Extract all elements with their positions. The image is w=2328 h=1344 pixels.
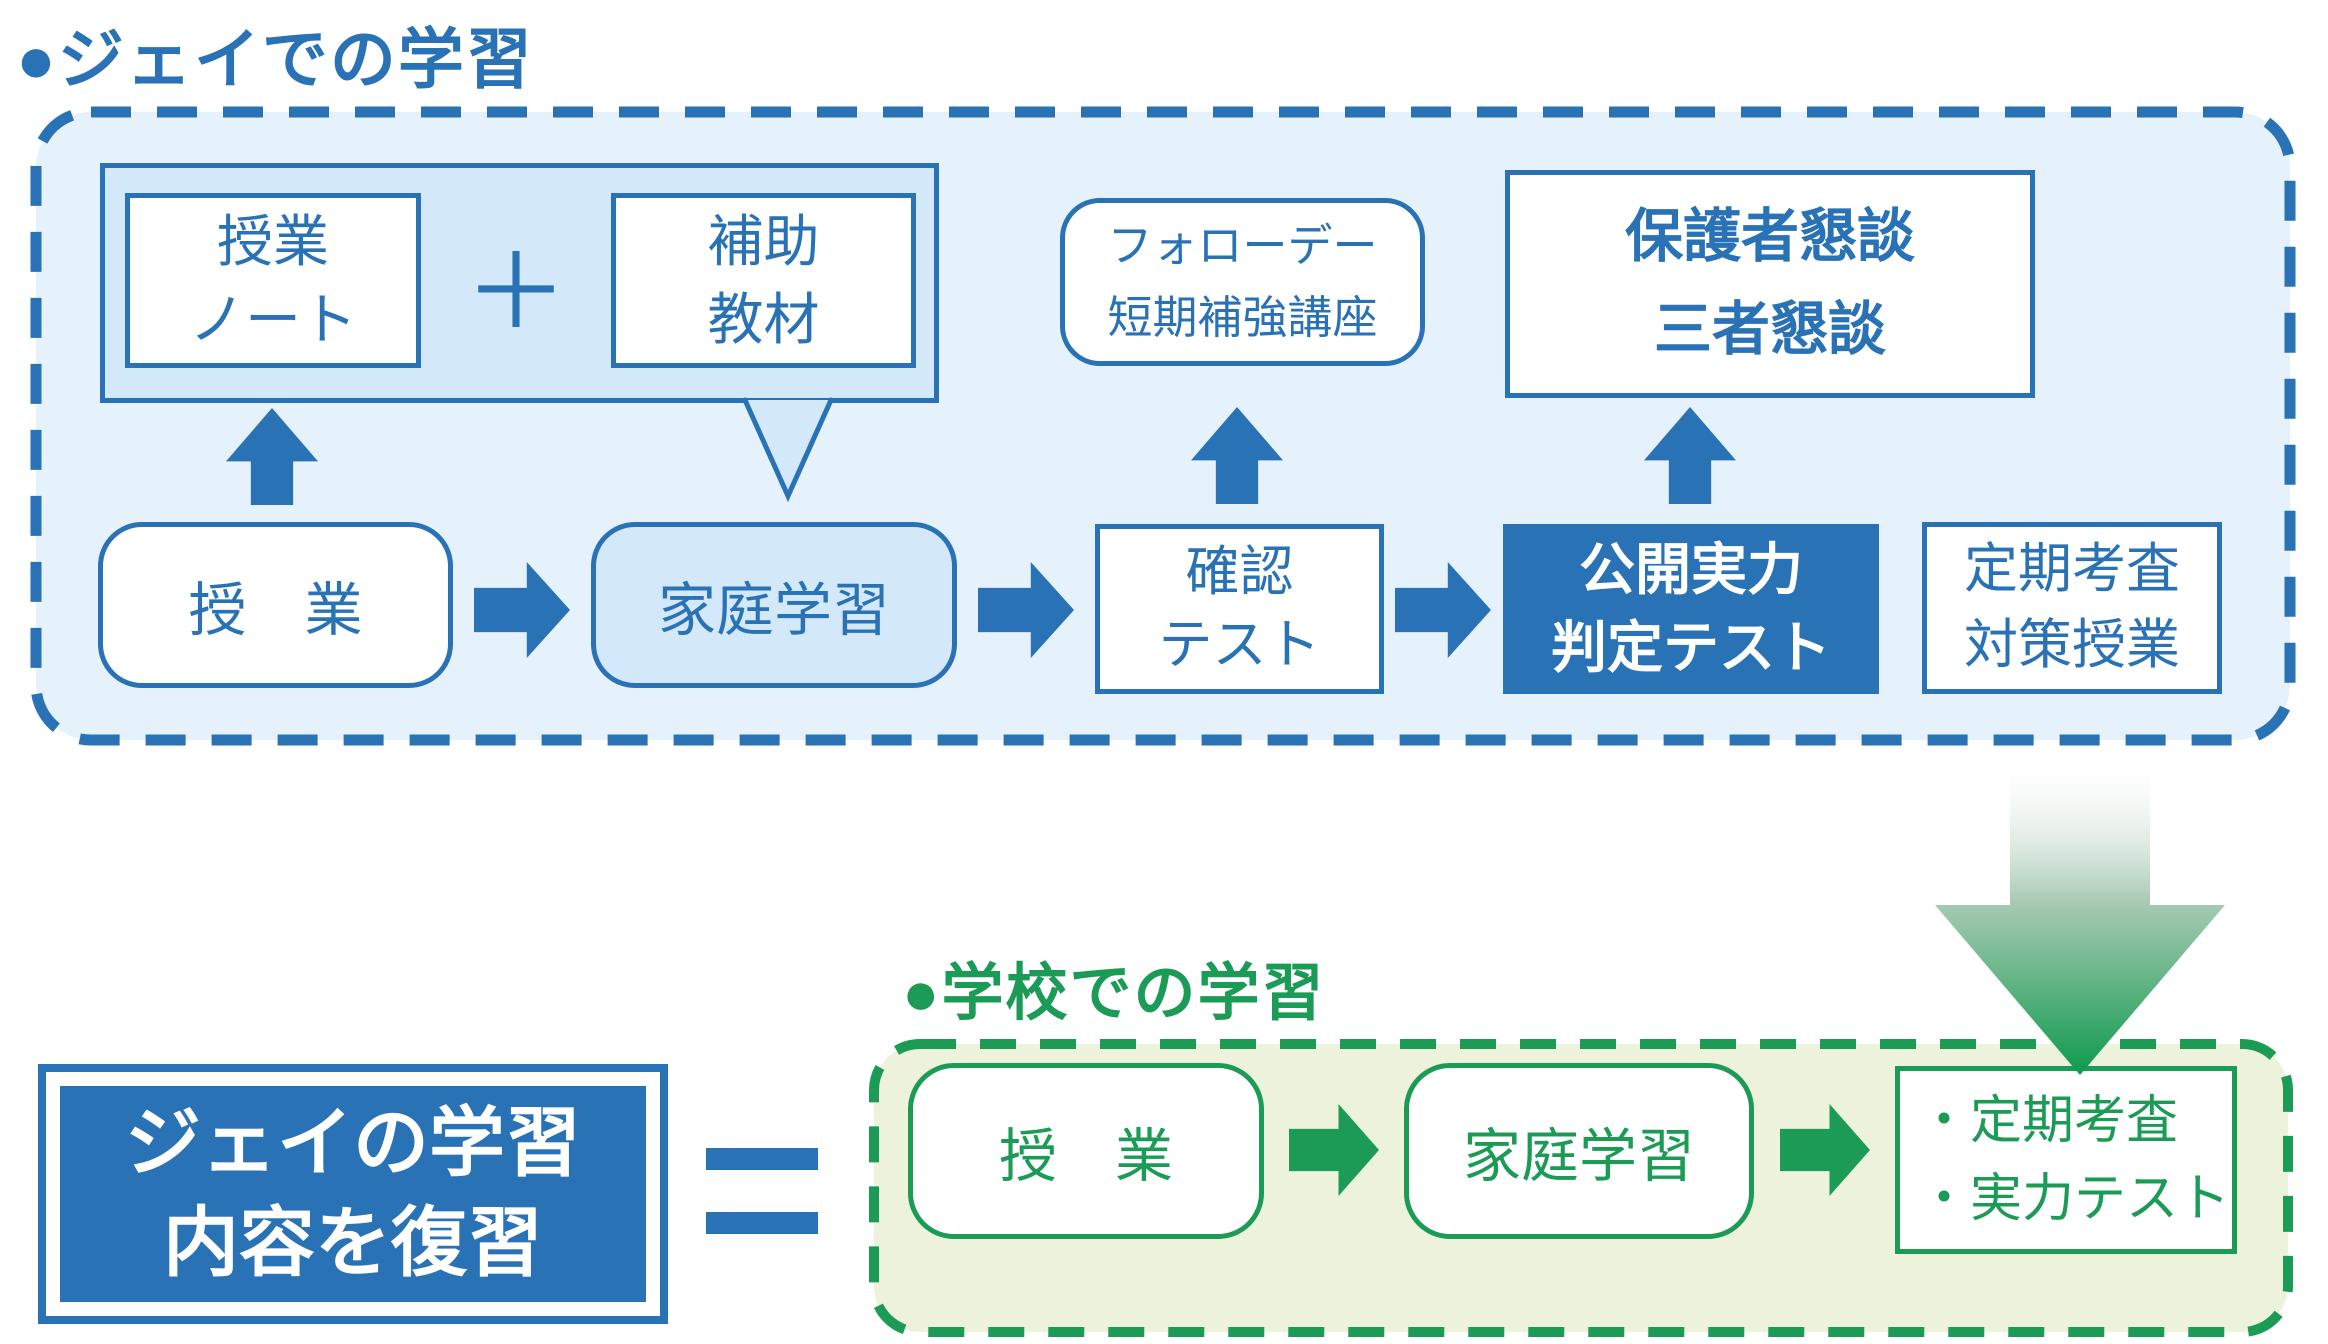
review-box-inner: ジェイの学習 内容を復習: [60, 1086, 646, 1302]
plus-sign: ＋: [464, 234, 569, 351]
supplement-box: 補助 教材: [611, 193, 916, 368]
supplement-line2: 教材: [707, 287, 820, 351]
school-flow-arrow-2: [1780, 1104, 1870, 1196]
public-test-line1: 公開実力: [1579, 537, 1803, 601]
periodic-line1: 定期考査: [1964, 539, 2180, 600]
flow-arrow-2: [978, 562, 1074, 658]
public-ability-test-box: 公開実力 判定テスト: [1503, 524, 1879, 694]
equals-sign: [706, 1148, 818, 1234]
periodic-line2: 対策授業: [1964, 615, 2180, 675]
periodic-exam-prep-box: 定期考査 対策授業: [1922, 522, 2222, 694]
check-test-line2: テスト: [1158, 615, 1321, 675]
followday-line1: フォローデー: [1107, 220, 1378, 271]
school-class-bubble: 授 業: [908, 1063, 1264, 1239]
school-home-study-bubble: 家庭学習: [1404, 1063, 1754, 1239]
up-arrow-class-to-notes: [226, 408, 318, 505]
check-test-line1: 確認: [1185, 542, 1294, 603]
flow-arrow-1: [474, 562, 570, 658]
flow-arrow-3: [1395, 562, 1491, 658]
parents-line2: 三者懇談: [1653, 297, 1886, 362]
up-arrow-test-to-parents: [1644, 407, 1736, 504]
class-note-line1: 授業: [217, 210, 329, 274]
jay-class-bubble: 授 業: [98, 522, 453, 688]
followday-line2: 短期補強講座: [1107, 292, 1378, 343]
class-note-box: 授業 ノート: [125, 193, 421, 368]
check-test-box: 確認 テスト: [1095, 524, 1384, 694]
school-tests-box: ・定期考査 ・実力テスト: [1895, 1066, 2237, 1254]
class-note-line2: ノート: [189, 287, 357, 351]
supplement-line1: 補助: [707, 210, 820, 274]
review-line2: 内容を復習: [163, 1201, 543, 1286]
equals-bar-bottom: [706, 1212, 818, 1234]
parents-line1: 保護者懇談: [1624, 204, 1915, 270]
review-line1: ジェイの学習: [125, 1100, 581, 1186]
school-tests-line2: ・実力テスト: [1918, 1170, 2231, 1228]
school-flow-arrow-1: [1289, 1104, 1379, 1196]
up-arrow-check-to-followday: [1191, 407, 1283, 504]
review-box: ジェイの学習 内容を復習: [38, 1064, 668, 1324]
parents-meeting-box: 保護者懇談 三者懇談: [1505, 170, 2035, 398]
school-tests-line1: ・定期考査: [1918, 1092, 2179, 1150]
school-section-title: ●学校での学習: [902, 959, 1326, 1028]
public-test-line2: 判定テスト: [1551, 616, 1831, 679]
equals-bar-top: [706, 1148, 818, 1170]
jay-section-title: ●ジェイでの学習: [16, 22, 534, 96]
followday-box: フォローデー 短期補強講座: [1060, 198, 1425, 366]
jay-home-study-bubble: 家庭学習: [591, 522, 957, 688]
